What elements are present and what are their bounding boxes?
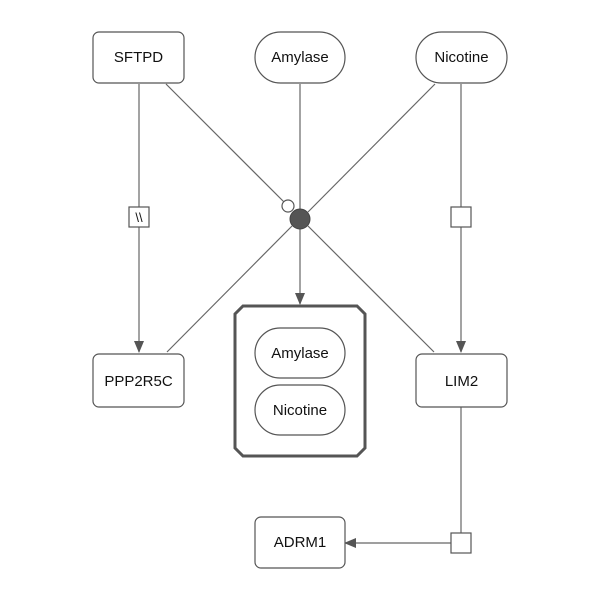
- node-nicotine-top-label: Nicotine: [434, 49, 488, 66]
- node-sftpd-label: SFTPD: [114, 49, 163, 66]
- edge-process-to-ppp2r5c[interactable]: [166, 225, 293, 353]
- complex-member-nicotine[interactable]: Nicotine: [254, 384, 346, 436]
- process-glyphs: \\: [128, 206, 472, 554]
- node-adrm1[interactable]: ADRM1: [254, 516, 346, 569]
- node-ppp2r5c-label: PPP2R5C: [104, 373, 173, 390]
- process-node-dot: [289, 208, 311, 230]
- node-lim2-label: LIM2: [445, 373, 478, 390]
- uncertain-process-glyph[interactable]: [128, 206, 150, 228]
- edge-nicotine-to-process[interactable]: [307, 83, 436, 213]
- node-lim2[interactable]: LIM2: [415, 353, 508, 408]
- complex-node[interactable]: Amylase Nicotine: [233, 304, 367, 458]
- inhibition-symbol: \\: [135, 210, 143, 225]
- node-amylase-top[interactable]: Amylase: [254, 31, 346, 84]
- process-glyph-lim2-adrm1[interactable]: [450, 532, 472, 554]
- process-glyph-nicotine-lim2[interactable]: [450, 206, 472, 228]
- catalysis-port: [281, 199, 295, 213]
- complex-member-nicotine-label: Nicotine: [273, 402, 327, 419]
- node-amylase-top-label: Amylase: [271, 49, 329, 66]
- complex-member-amylase[interactable]: Amylase: [254, 327, 346, 379]
- edge-sftpd-to-process[interactable]: [165, 83, 293, 211]
- node-ppp2r5c[interactable]: PPP2R5C: [92, 353, 185, 408]
- edge-process-to-lim2[interactable]: [307, 225, 435, 353]
- complex-member-amylase-label: Amylase: [271, 345, 329, 362]
- central-process-node[interactable]: [281, 199, 311, 230]
- node-adrm1-label: ADRM1: [274, 534, 327, 551]
- node-sftpd[interactable]: SFTPD: [92, 31, 185, 84]
- node-nicotine-top[interactable]: Nicotine: [415, 31, 508, 84]
